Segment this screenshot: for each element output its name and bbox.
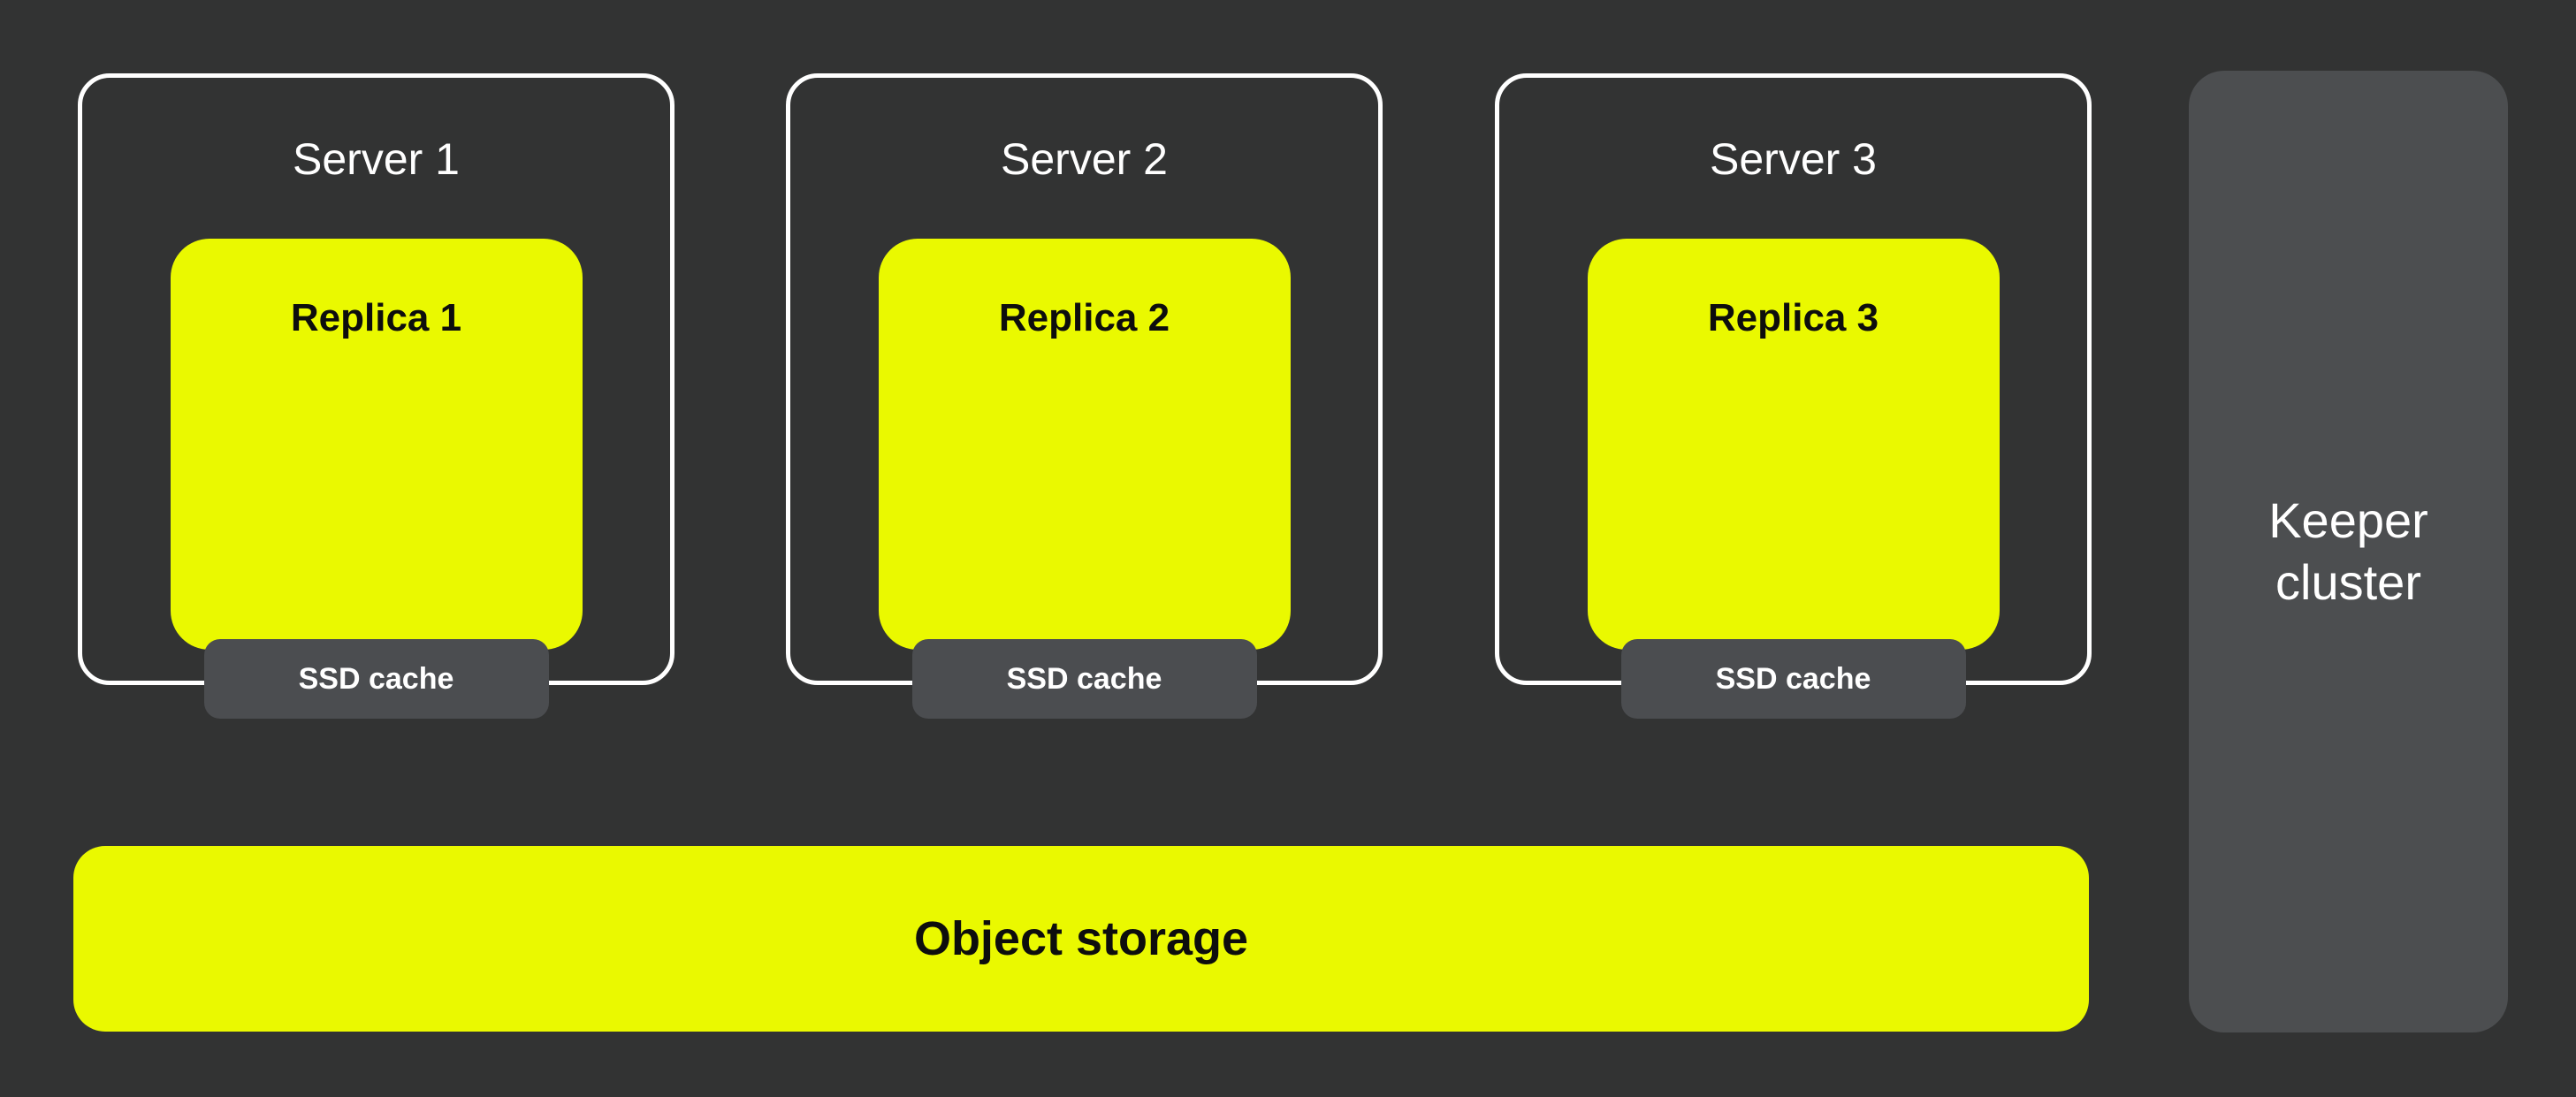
ssd-cache-3-box: SSD cache — [1620, 639, 1966, 719]
ssd-cache-3-label: SSD cache — [1715, 661, 1871, 696]
replica-2-box: Replica 2 — [878, 239, 1291, 650]
ssd-cache-1-label: SSD cache — [298, 661, 454, 696]
server-1-box: Server 1 Replica 1 SSD cache — [78, 73, 674, 719]
server-1-title: Server 1 — [293, 134, 460, 184]
replica-1-title: Replica 1 — [290, 296, 462, 339]
object-storage-label: Object storage — [913, 912, 1249, 965]
server-3-title: Server 3 — [1710, 134, 1877, 184]
replica-3-title: Replica 3 — [1707, 296, 1879, 339]
object-storage-box: Object storage — [73, 846, 2089, 1032]
replica-3-box: Replica 3 — [1587, 239, 2000, 650]
ssd-cache-2-label: SSD cache — [1006, 661, 1162, 696]
ssd-cache-1-box: SSD cache — [203, 639, 549, 719]
server-2-box: Server 2 Replica 2 SSD cache — [786, 73, 1383, 719]
server-2-title: Server 2 — [1001, 134, 1168, 184]
keeper-cluster-label: Keeper cluster — [2268, 492, 2428, 610]
server-3-box: Server 3 Replica 3 SSD cache — [1495, 73, 2092, 719]
ssd-cache-2-box: SSD cache — [911, 639, 1257, 719]
keeper-cluster-box: Keeper cluster — [2189, 71, 2508, 1032]
replica-2-title: Replica 2 — [998, 296, 1170, 339]
replica-1-box: Replica 1 — [170, 239, 583, 650]
